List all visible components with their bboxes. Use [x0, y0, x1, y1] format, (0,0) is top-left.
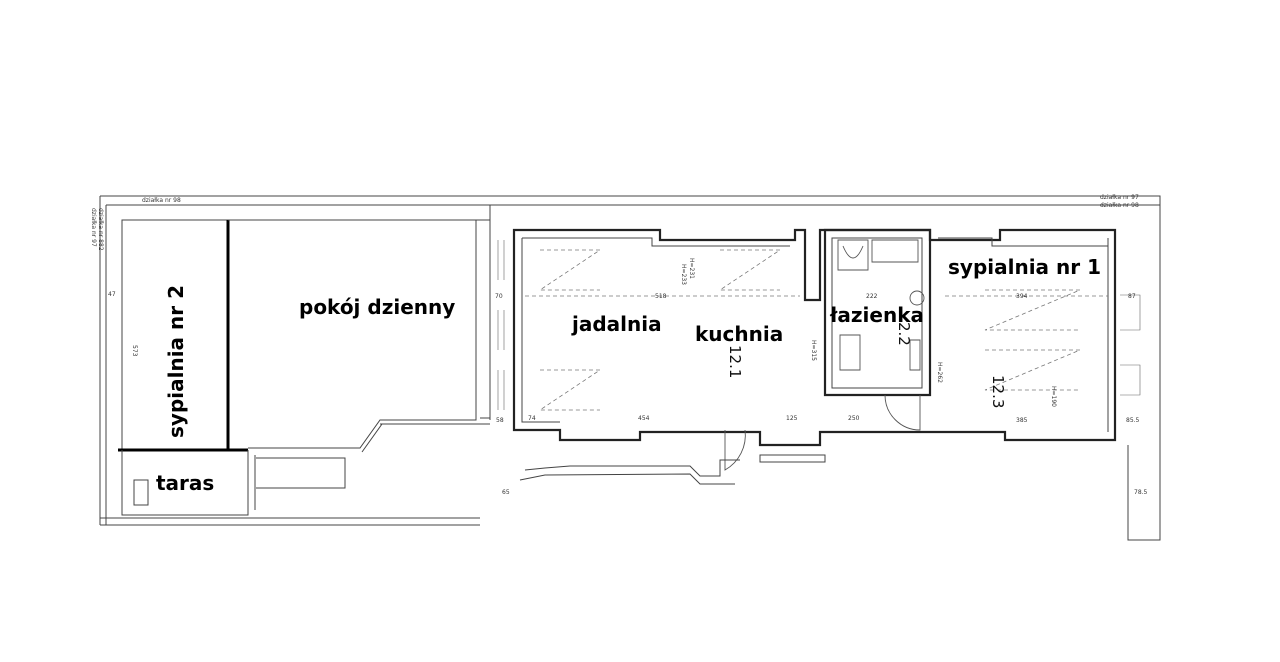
dim-74: 74: [528, 415, 536, 422]
dim-518: 518: [655, 293, 667, 300]
dim-250: 250: [848, 415, 860, 422]
dim-78-5: 78.5: [1134, 489, 1148, 496]
room-label-taras: taras: [156, 471, 214, 495]
dim-87: 87: [1128, 293, 1136, 300]
dim-222: 222: [866, 293, 878, 300]
apartment-walls: [512, 228, 1117, 447]
parcel-label-right-top-1: działka nr 97: [1100, 194, 1139, 201]
room-number-kuchnia: 12.1: [726, 345, 744, 378]
bedroom-2-walls: [118, 219, 248, 452]
doors: [724, 394, 921, 471]
room-number-lazienka: 2.2: [895, 322, 913, 346]
dim-85-5: 85.5: [1126, 417, 1140, 424]
dim-47: 47: [108, 291, 116, 298]
dim-70: 70: [495, 293, 503, 300]
dim-h233: H=233: [680, 264, 687, 285]
room-label-pokoj-dzienny: pokój dzienny: [299, 295, 455, 319]
dim-454: 454: [638, 415, 650, 422]
room-label-sypialnia-1: sypialnia nr 1: [948, 255, 1101, 279]
dashed-elements: [525, 249, 1108, 411]
room-label-lazienka: łazienka: [829, 303, 924, 327]
terrace-walls: [121, 450, 346, 516]
parcel-label-left-side-1: działka nr 97: [90, 208, 97, 247]
dim-h315: H=315: [810, 340, 817, 361]
dim-65: 65: [502, 489, 510, 496]
windows: [497, 240, 1141, 410]
dim-h262: H=262: [936, 362, 943, 383]
room-label-kuchnia: kuchnia: [695, 322, 783, 346]
parcel-label-right-top-2: działka nr 98: [1100, 202, 1139, 209]
dim-385: 385: [1016, 417, 1028, 424]
parcel-label-left-side-2: działka nr 882: [97, 208, 104, 251]
parcel-boundaries: [99, 195, 1161, 541]
facade-lower: [519, 454, 826, 485]
living-room-walls: [228, 219, 490, 453]
dim-125: 125: [786, 415, 798, 422]
bathroom-walls: [823, 228, 932, 397]
dim-h231: H=231: [688, 258, 695, 279]
parcel-label-left-top: działka nr 98: [142, 197, 181, 204]
room-label-sypialnia-2: sypialnia nr 2: [164, 285, 188, 438]
dim-58: 58: [496, 417, 504, 424]
dim-394: 394: [1016, 293, 1028, 300]
room-number-sypialnia-1: 12.3: [989, 375, 1007, 408]
dim-h190: H=190: [1050, 386, 1057, 407]
room-label-jadalnia: jadalnia: [571, 312, 662, 336]
dim-573: 573: [131, 345, 138, 357]
